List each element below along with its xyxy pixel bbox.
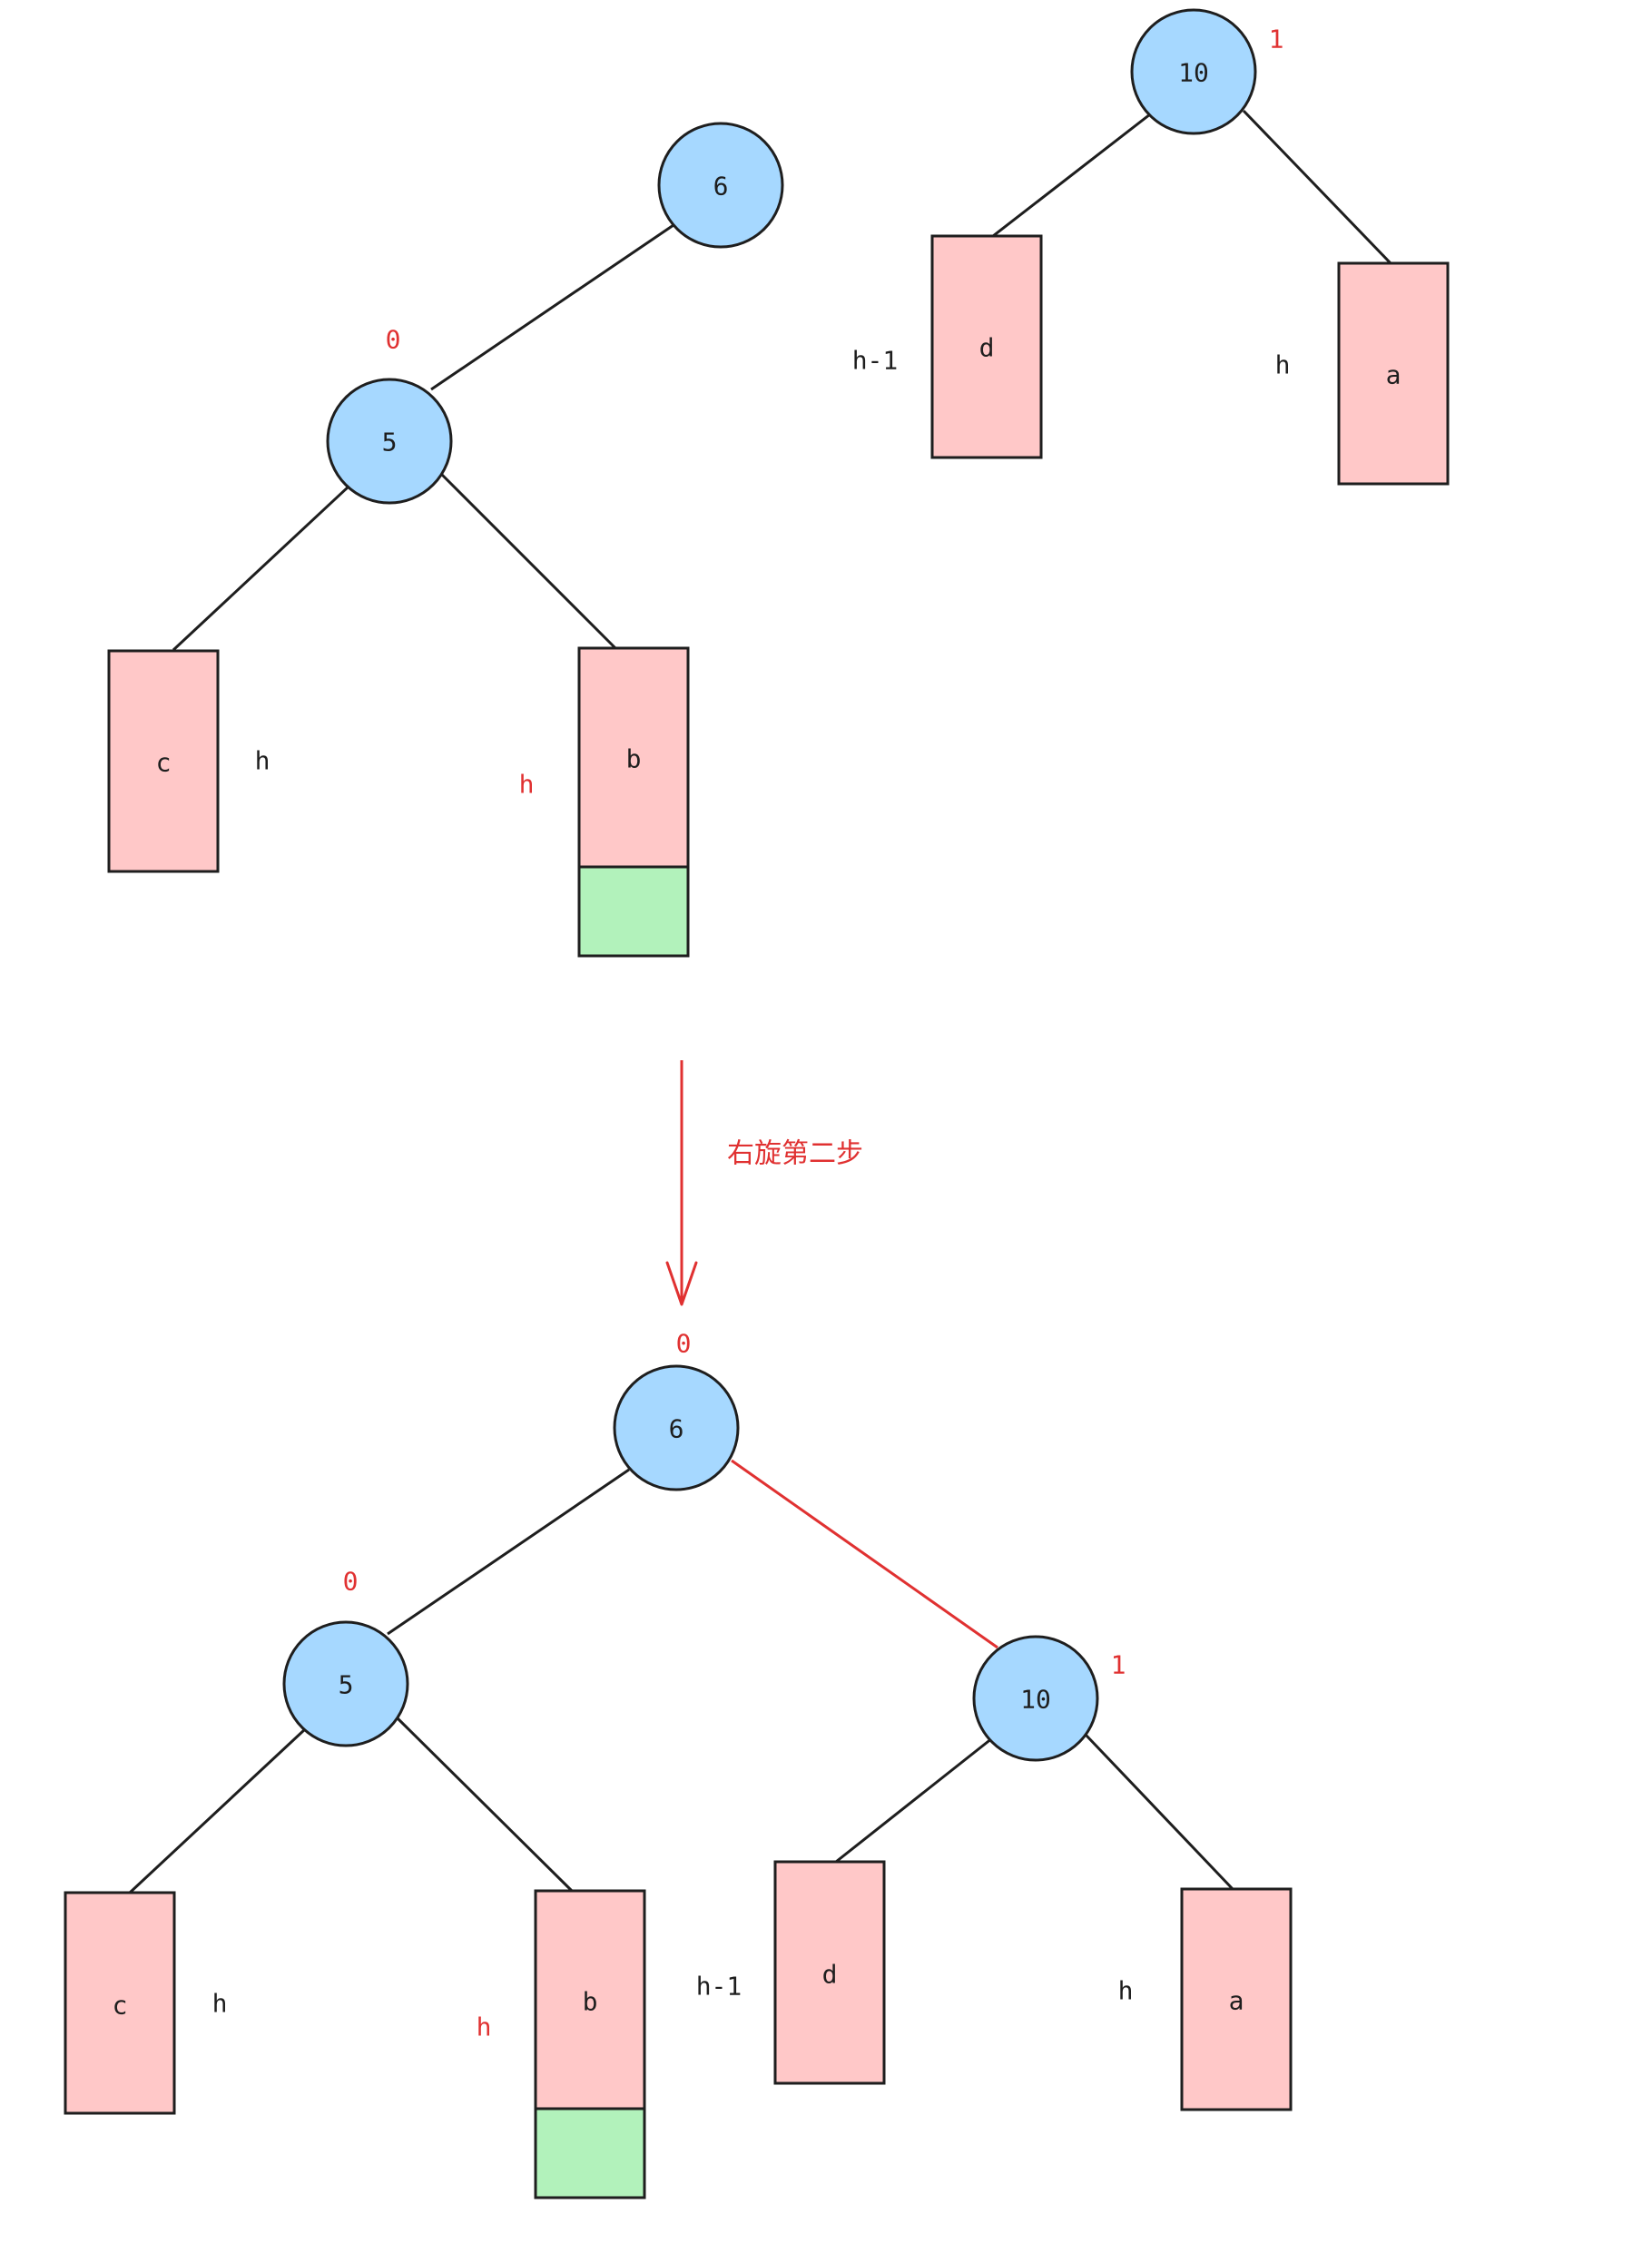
node-10-label: 10 [1178,58,1209,88]
subtree-a [1337,261,1450,486]
transition-arrow: 右旋第二步 [665,1060,863,1306]
subtree-c-height: h [255,746,270,776]
node-6-balance-after: 0 [676,1329,692,1359]
subtree-c-label-after: c [113,1991,128,2021]
before-tree: 6 5 10 c b d a h h h-1 h 0 1 [107,8,1450,958]
after-tree: 6 5 10 c b d a h h h-1 h 0 0 1 [64,1329,1293,2199]
node-10-balance: 1 [1269,25,1284,54]
subtree-b-added-node [577,865,690,958]
node-5 [326,378,453,505]
edge-5-b-after [395,1716,575,1894]
subtree-a-label: a [1386,360,1401,390]
node-5-balance-after: 0 [343,1567,359,1597]
edge-5-c-after [128,1727,307,1894]
edge-10-d-after [835,1737,993,1864]
subtree-b-height-after: h [477,2012,492,2042]
subtree-b [577,646,690,869]
node-6 [657,122,784,249]
node-10-after [972,1635,1099,1762]
subtree-c-after [64,1891,176,2115]
edge-10-a-after [1084,1733,1234,1891]
transition-label: 右旋第二步 [727,1138,863,1170]
subtree-a-height-after: h [1118,1976,1134,2006]
edge-10-d [992,113,1151,238]
subtree-b-label: b [626,744,642,774]
edge-6-5 [430,223,674,391]
edge-5-c [172,485,350,652]
node-6-after [613,1364,740,1491]
subtree-d-label-after: d [822,1960,838,1990]
arrow-head [665,1261,698,1306]
subtree-d-height: h-1 [852,346,899,376]
node-10-label-after: 10 [1020,1685,1051,1715]
subtree-a-after [1180,1887,1293,2111]
node-5-label-after: 5 [339,1670,354,1700]
edge-6-10-after [731,1459,998,1649]
subtree-d [930,234,1043,459]
node-5-balance: 0 [386,325,401,355]
subtree-c-height-after: h [212,1989,228,2019]
subtree-d-after [773,1860,886,2085]
node-6-label: 6 [713,172,729,202]
edge-6-5-after [387,1468,630,1636]
subtree-d-height-after: h-1 [696,1972,742,2002]
edge-10-a [1242,109,1392,265]
subtree-c [107,649,220,873]
subtree-b-label-after: b [583,1987,598,2017]
subtree-a-label-after: a [1229,1986,1244,2016]
subtree-a-height: h [1275,350,1291,380]
node-10 [1130,8,1257,135]
subtree-b-after [534,1889,646,2110]
subtree-d-label: d [979,333,995,363]
subtree-c-label: c [156,748,172,778]
edge-5-b [440,473,618,651]
subtree-b-added-node-after [534,2107,646,2199]
node-10-balance-after: 1 [1111,1650,1126,1680]
subtree-b-height: h [519,770,535,800]
node-6-label-after: 6 [669,1414,684,1444]
node-5-after [282,1620,409,1747]
node-5-label: 5 [382,428,398,458]
